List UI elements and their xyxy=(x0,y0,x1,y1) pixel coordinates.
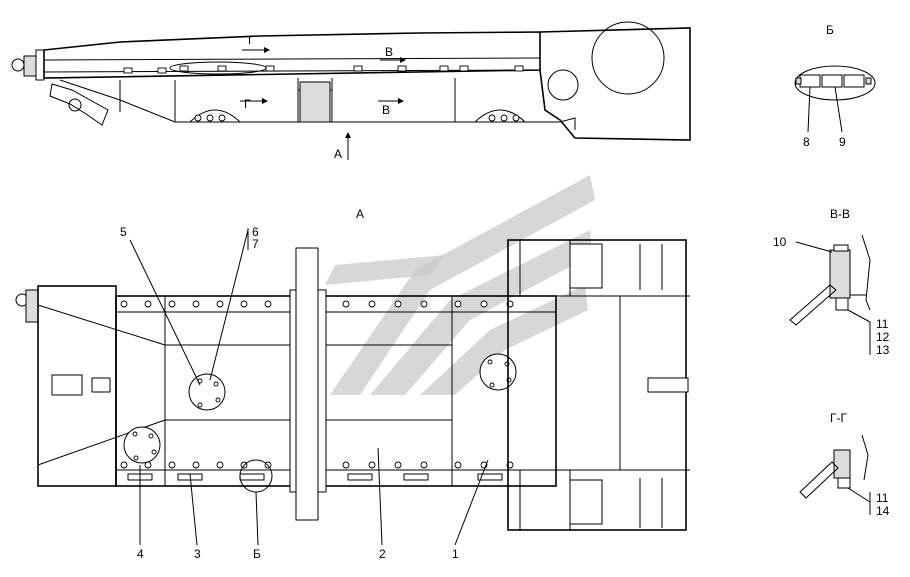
svg-text:7: 7 xyxy=(252,237,259,251)
svg-text:11: 11 xyxy=(876,491,889,505)
svg-text:2: 2 xyxy=(379,547,386,561)
view-arrow-a: А xyxy=(334,132,351,161)
side-view: Г В Г В А xyxy=(11,21,691,161)
detail-b: Б 8 9 xyxy=(794,23,876,149)
svg-text:14: 14 xyxy=(876,504,890,518)
bottom-bolts xyxy=(194,114,520,122)
section-vv: В-В 10 11 12 13 xyxy=(773,207,890,357)
svg-text:Б: Б xyxy=(826,23,834,37)
svg-text:4: 4 xyxy=(137,547,144,561)
section-marker-g-bottom: Г xyxy=(240,97,268,111)
svg-text:В: В xyxy=(385,45,393,59)
svg-text:В: В xyxy=(382,103,390,117)
svg-text:3: 3 xyxy=(194,547,201,561)
section-gg: Г-Г 11 14 xyxy=(799,411,890,518)
watermark-logo xyxy=(325,175,595,395)
front-hook-icon xyxy=(15,289,39,323)
svg-text:9: 9 xyxy=(839,135,846,149)
tow-hook-icon xyxy=(11,49,45,81)
svg-text:Г-Г: Г-Г xyxy=(830,411,847,425)
svg-text:10: 10 xyxy=(773,235,787,249)
top-bolts xyxy=(123,65,524,74)
hatch-icon xyxy=(188,373,226,411)
svg-text:11: 11 xyxy=(876,317,889,331)
hatch-icon xyxy=(123,426,161,464)
svg-text:А: А xyxy=(356,207,364,221)
plan-top-bolts xyxy=(120,300,514,308)
svg-text:1: 1 xyxy=(452,547,459,561)
svg-text:8: 8 xyxy=(803,135,810,149)
plan-view-a: А xyxy=(15,207,690,561)
hatch-icon xyxy=(479,353,517,391)
svg-text:Г: Г xyxy=(244,97,251,111)
section-marker-v-bottom: В xyxy=(378,98,404,117)
svg-text:Г: Г xyxy=(248,33,255,47)
svg-text:В-В: В-В xyxy=(830,207,850,221)
svg-text:12: 12 xyxy=(876,330,890,344)
svg-text:13: 13 xyxy=(876,343,890,357)
section-marker-g-top: Г xyxy=(242,33,270,53)
svg-text:6: 6 xyxy=(252,225,259,239)
svg-text:А: А xyxy=(334,147,342,161)
section-marker-v-top: В xyxy=(380,45,406,63)
svg-text:5: 5 xyxy=(120,225,127,239)
svg-text:Б: Б xyxy=(253,547,261,561)
